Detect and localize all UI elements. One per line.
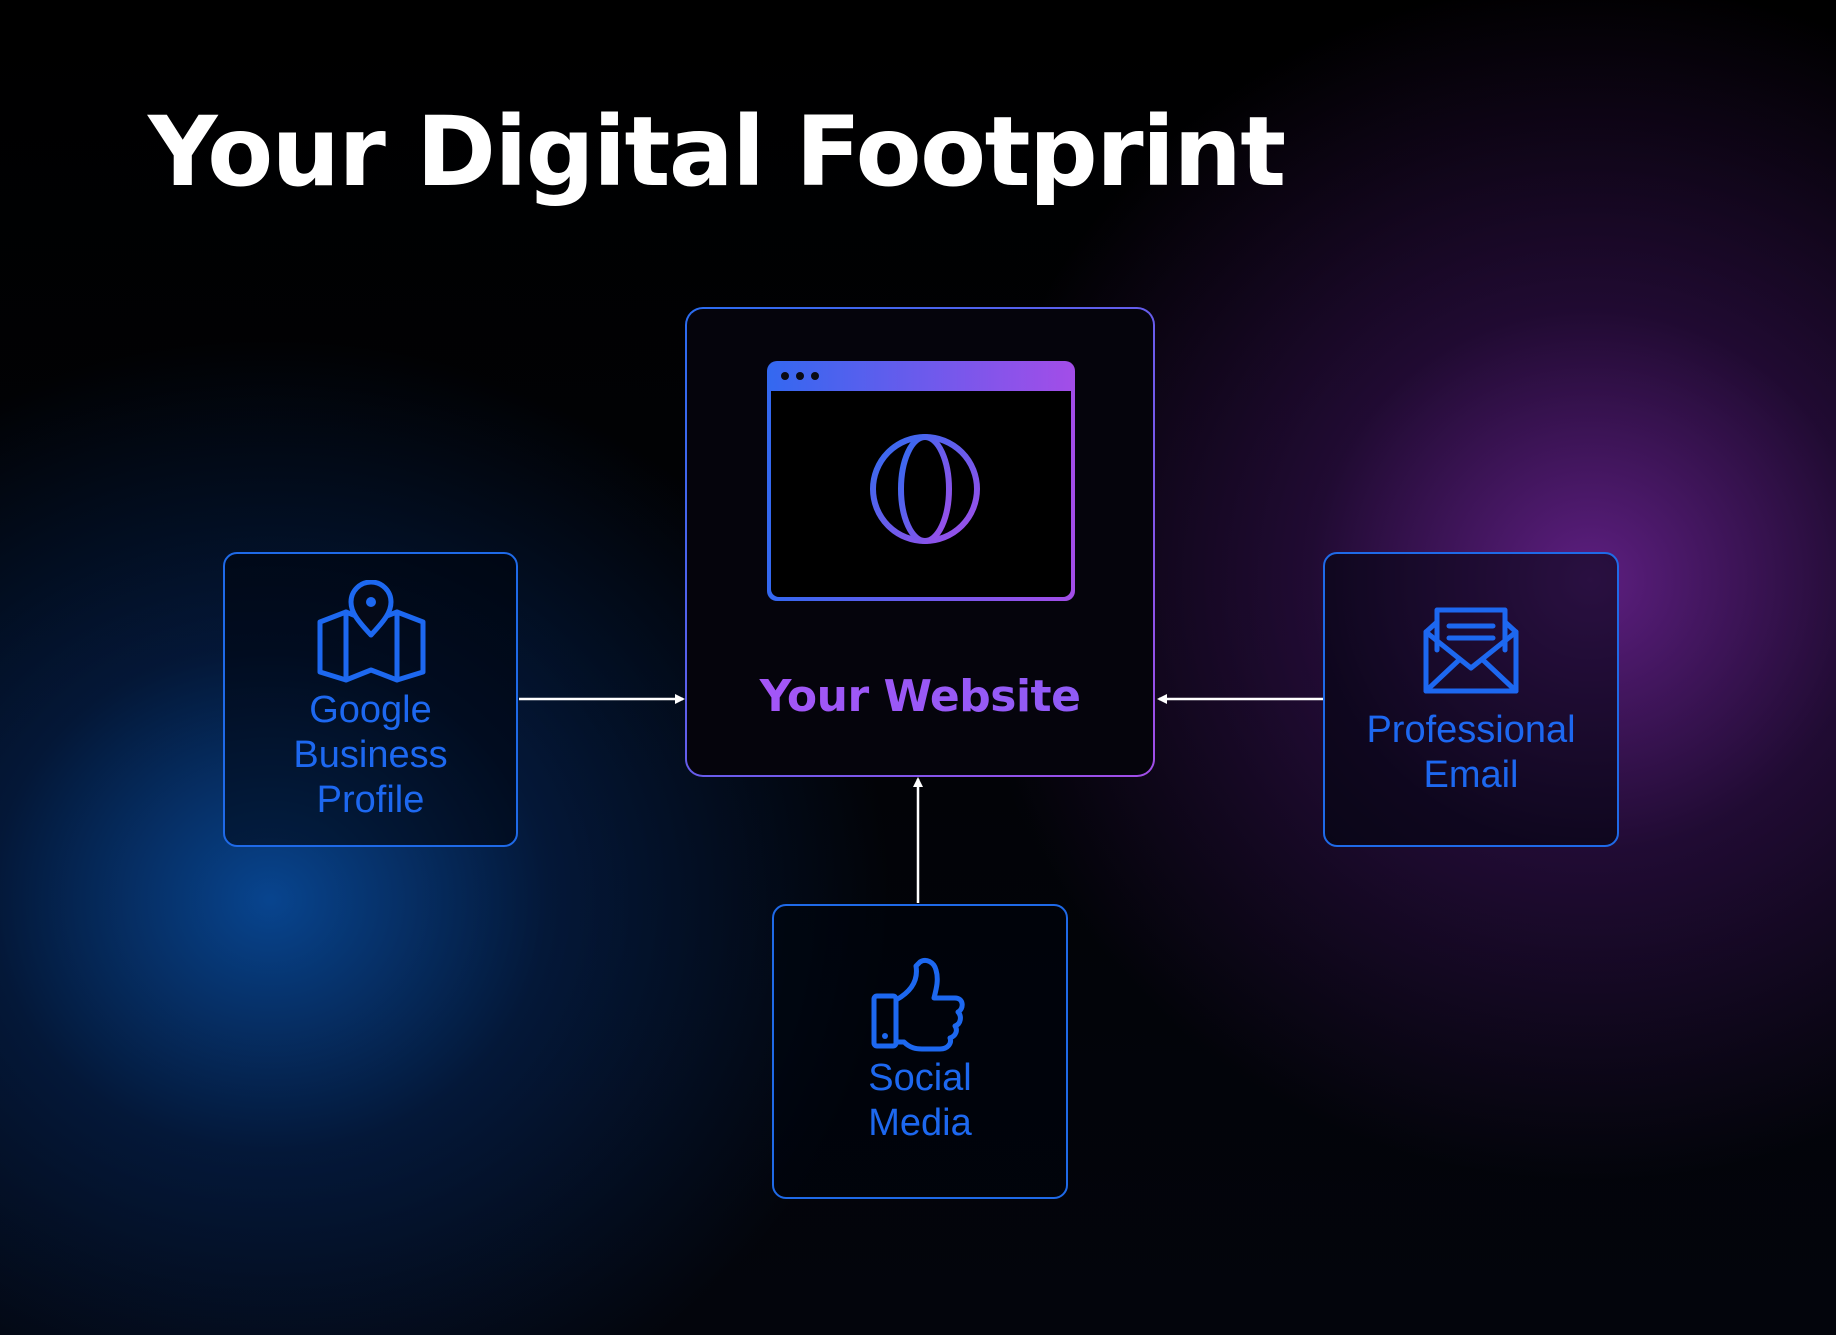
social-media-node: Social Media (772, 904, 1068, 1199)
professional-email-node: Professional Email (1323, 552, 1619, 847)
website-node: Your Website (685, 307, 1155, 777)
map-pin-icon (317, 580, 425, 683)
google-business-profile-label: Google Business Profile (293, 689, 448, 821)
globe-icon (870, 434, 980, 544)
page-title: Your Digital Footprint (148, 96, 1286, 208)
professional-email-label: Professional Email (1366, 709, 1576, 796)
thumbs-up-icon (871, 957, 965, 1052)
website-label: Your Website (687, 671, 1153, 722)
envelope-icon (1423, 607, 1519, 694)
browser-window-icon (767, 361, 1075, 601)
social-media-label: Social Media (868, 1057, 972, 1144)
google-business-profile-node: Google Business Profile (223, 552, 518, 847)
